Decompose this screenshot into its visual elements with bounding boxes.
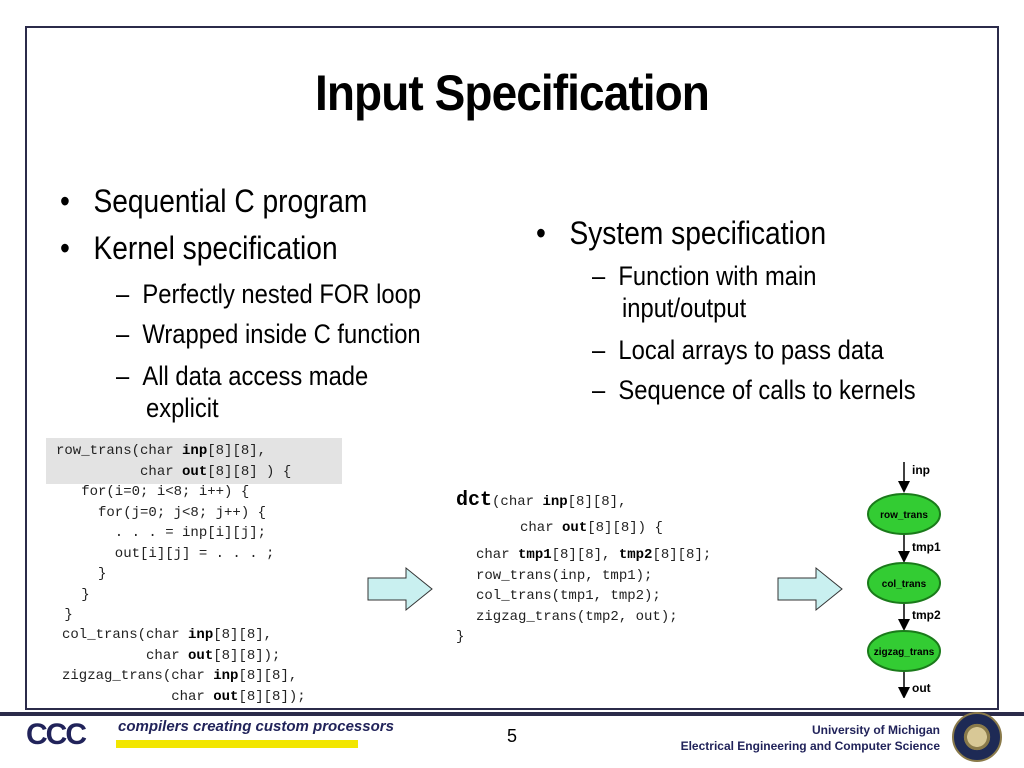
- code-line: col_trans(tmp1, tmp2);: [476, 588, 661, 604]
- slide-title: Input Specification: [315, 65, 710, 121]
- right-block-arrow-1: [367, 566, 433, 612]
- slide-frame: [25, 26, 999, 710]
- code-line: char out[8][8]);: [62, 688, 306, 705]
- sub-bullet-data-access: –All data access made: [116, 361, 369, 391]
- footer-divider: [0, 712, 1024, 716]
- label-tmp2: tmp2: [912, 608, 941, 622]
- node-zigzag-trans-label: zigzag_trans: [874, 647, 935, 658]
- bullet-kernel-spec: •Kernel specification: [60, 230, 338, 266]
- node-zigzag-trans: [867, 630, 941, 672]
- sub-bullet-sequence-calls: –Sequence of calls to kernels: [592, 375, 916, 405]
- node-col-trans: [867, 562, 941, 604]
- footer-yellow-bar: [116, 740, 358, 748]
- sub-bullet-nested-for: –Perfectly nested FOR loop: [116, 279, 422, 309]
- code-line: row_trans(char inp[8][8],: [56, 443, 267, 459]
- label-inp: inp: [912, 463, 930, 477]
- node-row-trans: [867, 493, 941, 535]
- label-out: out: [912, 681, 931, 695]
- right-block-arrow-2: [777, 566, 843, 612]
- kernel-code-block: row_trans(char inp[8][8], char out[8][8]…: [56, 441, 291, 626]
- sub-bullet-function-main: –Function with main: [592, 261, 817, 291]
- code-line: }: [56, 566, 107, 582]
- code-line: }: [456, 629, 465, 645]
- code-line: for(j=0; j<8; j++) {: [56, 504, 267, 521]
- dataflow-diagram: inp row_trans tmp1 col_trans tmp2 zigzag…: [867, 462, 941, 698]
- dct-code-block: dct(char inp[8][8], char out[8][8]) { char…: [456, 488, 711, 648]
- bullet-dot: •: [60, 230, 70, 266]
- university-seal-icon: [952, 712, 1002, 762]
- label-tmp1: tmp1: [912, 540, 941, 554]
- bullet-sequential-c: •Sequential C program: [60, 183, 368, 219]
- dct-function-name: dct: [456, 489, 493, 512]
- code-line: zigzag_trans(tmp2, out);: [476, 608, 678, 625]
- bullet-system-spec: •System specification: [536, 215, 827, 251]
- code-line: char tmp1[8][8], tmp2[8][8];: [476, 547, 712, 563]
- sub-bullet-wrapped: –Wrapped inside C function: [116, 319, 421, 349]
- code-line: }: [56, 607, 73, 623]
- code-line: char out[8][8]) {: [520, 520, 663, 536]
- sub-bullet-data-access-cont: explicit: [146, 393, 219, 423]
- code-line: col_trans(char inp[8][8],: [62, 627, 273, 643]
- code-line: out[i][j] = . . . ;: [56, 545, 275, 562]
- footer-tagline: compilers creating custom processors: [118, 718, 394, 735]
- node-row-trans-label: row_trans: [880, 510, 928, 521]
- node-col-trans-label: col_trans: [882, 579, 927, 590]
- code-line: char out[8][8]);: [62, 647, 281, 664]
- code-line: }: [56, 586, 90, 603]
- code-line: . . . = inp[i][j];: [56, 525, 267, 541]
- code-highlight: [46, 438, 342, 484]
- bullet-dot: •: [536, 215, 546, 251]
- university-name: University of Michigan Electrical Engine…: [680, 723, 940, 753]
- sub-bullet-local-arrays: –Local arrays to pass data: [592, 335, 884, 365]
- kernel-decl-block: col_trans(char inp[8][8], char out[8][8]…: [62, 625, 306, 707]
- code-line: row_trans(inp, tmp1);: [476, 567, 653, 584]
- code-line: zigzag_trans(char inp[8][8],: [62, 668, 298, 684]
- code-line: dct(char inp[8][8],: [456, 489, 627, 512]
- page-number: 5: [506, 726, 517, 746]
- sub-bullet-function-main-cont: input/output: [622, 293, 747, 323]
- code-line: char out[8][8] ) {: [56, 463, 292, 480]
- bullet-dot: •: [60, 183, 70, 219]
- code-line: for(i=0; i<8; i++) {: [56, 484, 250, 500]
- ccc-logo: CCC: [26, 718, 87, 751]
